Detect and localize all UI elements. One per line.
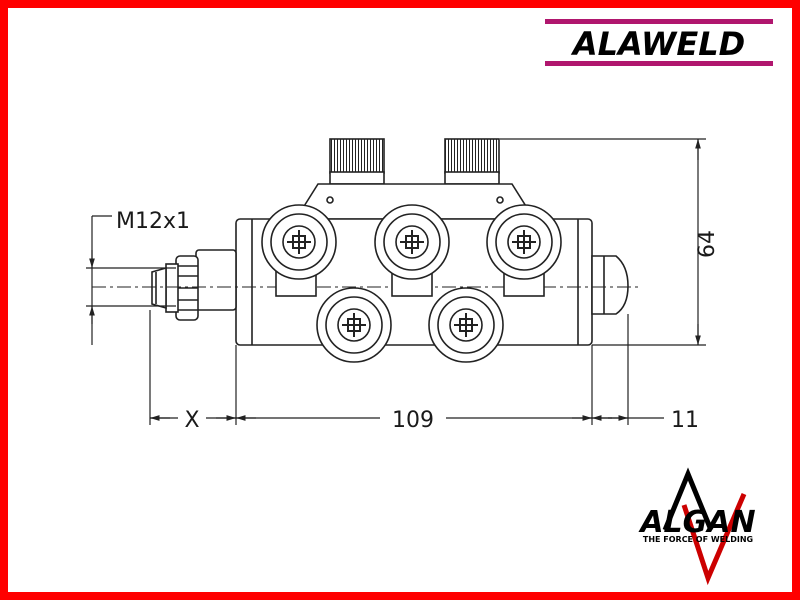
dimension-lines	[86, 138, 706, 425]
left-connector	[151, 249, 237, 321]
algan-logo-peak	[662, 467, 714, 531]
top-knob-right-base	[444, 171, 500, 185]
alaweld-logo-text: ALAWELD	[570, 25, 745, 63]
offset-dim-label: X	[184, 408, 199, 433]
mount-hole-right	[496, 196, 504, 204]
tip-dim-label: 11	[671, 408, 699, 433]
top-knob-right	[444, 138, 500, 174]
algan-logo: ALGAN THE FORCE OF WELDING	[638, 467, 756, 586]
distributor-block-drawing	[92, 138, 640, 363]
algan-tagline: THE FORCE OF WELDING	[643, 535, 753, 544]
alaweld-logo: ALAWELD	[545, 19, 773, 66]
roller-bottom-2	[428, 287, 504, 363]
roller-top-3	[486, 204, 562, 297]
height-dim-label: 64	[695, 230, 720, 258]
length-dim-label: 109	[392, 408, 434, 433]
roller-top-2	[374, 204, 450, 297]
algan-logo-check	[681, 493, 747, 586]
roller-bottom-1	[316, 287, 392, 363]
algan-logo-text: ALGAN	[638, 505, 755, 540]
right-nozzle	[591, 255, 629, 315]
alaweld-bottom-bar	[545, 61, 773, 66]
mount-hole-left	[326, 196, 334, 204]
alaweld-top-bar	[545, 19, 773, 24]
roller-top-1	[261, 204, 337, 297]
top-knob-left	[329, 138, 385, 174]
thread-dim-label: M12x1	[116, 209, 190, 234]
top-knob-left-base	[329, 171, 385, 185]
